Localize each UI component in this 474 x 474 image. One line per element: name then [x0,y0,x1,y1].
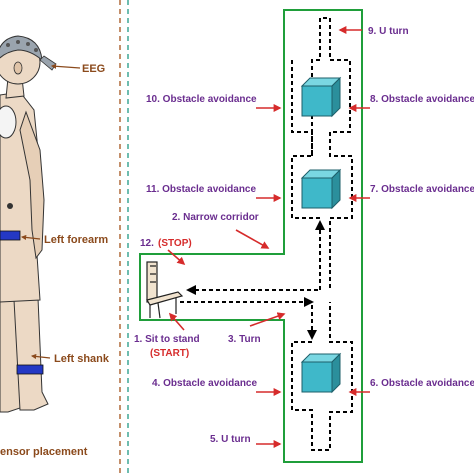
shank-sensor-band [16,364,44,375]
step-1-label: 1. Sit to stand [134,334,200,345]
forearm-sensor-band [0,230,21,241]
sensor-panel: EEG Left forearm Left shank ensor placem… [0,0,129,474]
eeg-pointer [50,63,81,69]
step-9-label: 9. U turn [368,26,409,37]
step-5-label: 5. U turn [210,434,251,445]
step-pointers [167,26,370,448]
step-11-label: 11. Obstacle avoidance [146,184,256,195]
step-3-label: 3. Turn [228,334,261,345]
course-panel: 9. U turn 10. Obstacle avoidance 8. Obst… [134,9,474,463]
step-10-label: 10. Obstacle avoidance [146,94,257,105]
sensor-placement-caption: ensor placement [0,446,88,458]
step-7-label: 7. Obstacle avoidance [370,184,474,195]
left-forearm-label: Left forearm [44,234,108,246]
eeg-label: EEG [82,63,105,75]
forearm-pointer [20,234,41,241]
step-12-stop: (STOP) [158,238,192,249]
step-2-label: 2. Narrow corridor [172,212,259,223]
step-6-label: 6. Obstacle avoidance [370,378,474,389]
person-figure [0,35,57,413]
step-4-label: 4. Obstacle avoidance [152,378,257,389]
step-8-label: 8. Obstacle avoidance [370,94,474,105]
corridor-outline [139,9,363,463]
left-shank-label: Left shank [54,353,110,365]
walking-path [180,17,353,451]
obstacle-cube-top [300,76,342,118]
step-1-start: (START) [150,348,189,359]
chair-icon [146,261,184,319]
shank-pointer [30,353,51,360]
step-12-number: 12. [140,238,154,249]
obstacle-cube-bottom [300,352,342,394]
obstacle-cube-middle [300,168,342,210]
